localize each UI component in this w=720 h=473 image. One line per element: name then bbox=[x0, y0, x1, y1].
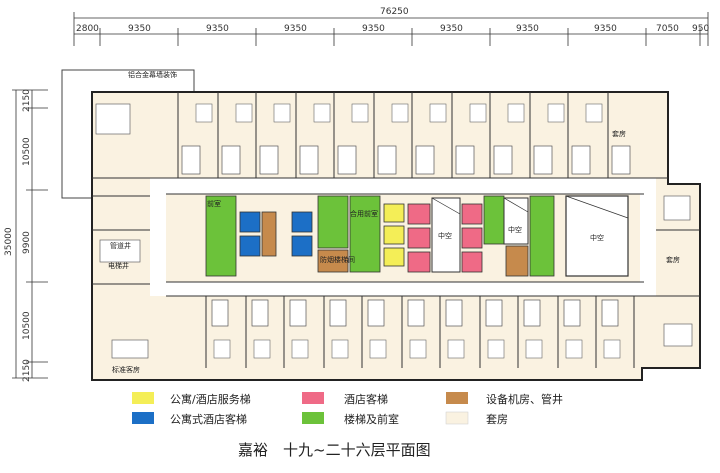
left-dimensions bbox=[12, 89, 48, 379]
left-wing bbox=[92, 103, 150, 359]
bottom-beds bbox=[213, 339, 621, 359]
atrium-label-1: 中空 bbox=[438, 231, 452, 240]
legend-label-6: 套房 bbox=[486, 413, 508, 426]
left-dim-3: 9900 bbox=[22, 231, 32, 254]
right-wing bbox=[656, 195, 700, 347]
dim-seg-8: 9350 bbox=[594, 24, 617, 34]
legend-label-1: 公寓/酒店服务梯 bbox=[170, 392, 251, 406]
top-bathrooms bbox=[181, 145, 631, 175]
stair-lobby-label-1: 合用前室 bbox=[350, 209, 378, 218]
top-segment-labels: 2800 9350 9350 9350 9350 9350 9350 9350 … bbox=[76, 24, 709, 34]
dim-seg-2: 9350 bbox=[128, 24, 151, 34]
bottom-room-walls bbox=[166, 281, 656, 368]
dim-seg-7: 9350 bbox=[516, 24, 539, 34]
bottom-bathrooms bbox=[211, 299, 619, 327]
atrium-label-3: 中空 bbox=[590, 233, 604, 242]
standard-room-label: 标准客房 bbox=[112, 365, 140, 374]
left-dim-5: 2150 bbox=[22, 359, 32, 382]
legend-swatch-1 bbox=[132, 392, 154, 404]
left-dim-4: 10500 bbox=[22, 311, 32, 340]
stair-lobby-label-2: 防烟楼梯间 bbox=[320, 255, 355, 264]
legend-swatch-4 bbox=[132, 412, 154, 424]
dim-seg-3: 9350 bbox=[206, 24, 229, 34]
total-width-label: 76250 bbox=[380, 7, 409, 17]
plan-title: 嘉裕 十九~二十六层平面图 bbox=[238, 441, 431, 459]
dim-seg-6: 9350 bbox=[440, 24, 463, 34]
dim-seg-1: 2800 bbox=[76, 24, 99, 34]
legend-label-5: 楼梯及前室 bbox=[344, 412, 399, 426]
left-total-label: 35000 bbox=[4, 227, 14, 256]
dim-seg-5: 9350 bbox=[362, 24, 385, 34]
top-beds bbox=[195, 103, 603, 123]
curtain-wall-label: 铝合金幕墙装饰 bbox=[128, 70, 177, 79]
lobby-label: 前室 bbox=[207, 199, 221, 208]
suite-label-2: 套房 bbox=[666, 255, 680, 264]
top-room-walls bbox=[92, 92, 668, 195]
legend-swatch-6 bbox=[445, 411, 469, 425]
legend-label-3: 设备机房、管井 bbox=[486, 392, 563, 406]
elevator-pit-label: 电梯井 bbox=[108, 261, 129, 270]
dim-seg-9: 7050 bbox=[656, 24, 679, 34]
left-dim-1: 2150 bbox=[22, 89, 32, 112]
dim-seg-10: 950 bbox=[692, 24, 709, 34]
atrium-label-2: 中空 bbox=[508, 225, 522, 234]
suite-label-1: 套房 bbox=[612, 129, 626, 138]
dim-seg-4: 9350 bbox=[284, 24, 307, 34]
core bbox=[205, 195, 629, 277]
left-dim-2: 10500 bbox=[22, 137, 32, 166]
legend: 公寓/酒店服务梯 酒店客梯 设备机房、管井 公寓式酒店客梯 楼梯及前室 套房 bbox=[132, 392, 563, 426]
legend-swatch-2 bbox=[302, 392, 324, 404]
legend-label-2: 酒店客梯 bbox=[344, 392, 388, 406]
top-dimensions bbox=[73, 12, 709, 46]
pipe-shaft-label: 管道井 bbox=[110, 241, 131, 250]
legend-label-4: 公寓式酒店客梯 bbox=[170, 412, 247, 426]
legend-swatch-3 bbox=[446, 392, 468, 404]
legend-swatch-5 bbox=[302, 412, 324, 424]
